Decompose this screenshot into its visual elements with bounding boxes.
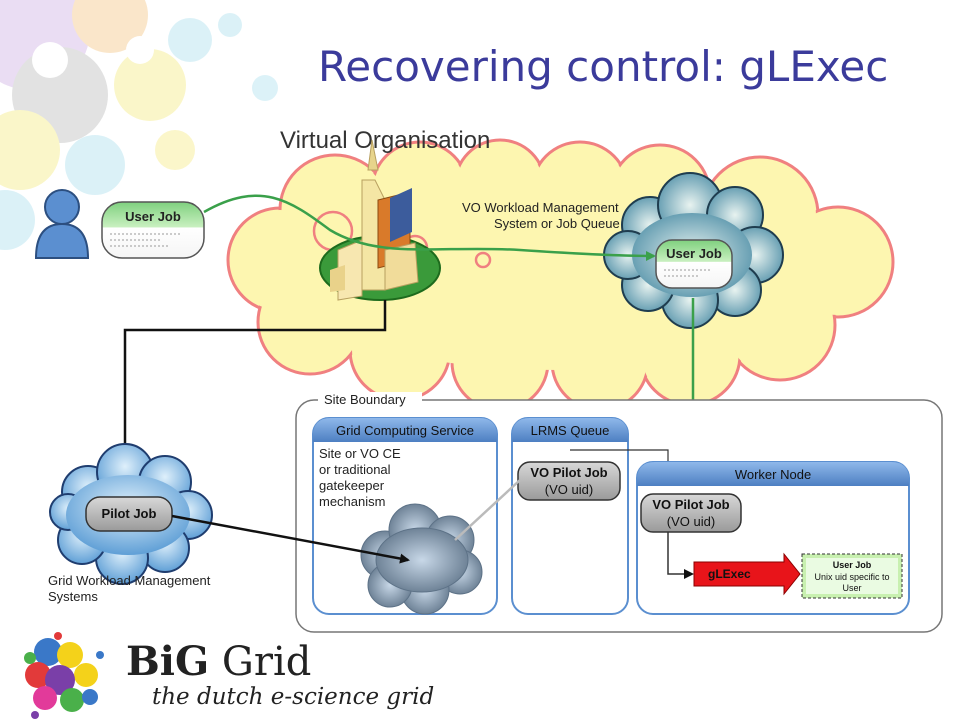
glexec-arrow: gLExec	[693, 552, 801, 596]
pilot-job: Pilot Job	[85, 496, 173, 532]
vo-pilot-job-lrms-line2: (VO uid)	[545, 482, 593, 497]
arrow-user-to-vo	[203, 194, 656, 261]
arrow-pilot-to-gcs	[171, 514, 410, 564]
vo-pilot-job-wn-line2: (VO uid)	[667, 514, 715, 529]
gcs-text-line4: mechanism	[319, 494, 385, 509]
connector-gcs-to-lrms	[454, 479, 521, 541]
user-person-icon	[34, 189, 90, 259]
user-job-vo: User Job	[655, 239, 733, 289]
lrms-box	[511, 417, 629, 615]
gcs-header-label: Grid Computing Service	[336, 423, 474, 438]
grid-wms-label-line1: Grid Workload Management	[48, 573, 211, 588]
worker-node-header-label: Worker Node	[735, 467, 811, 482]
connector-lrms-to-worker	[570, 449, 669, 464]
pilot-job-label: Pilot Job	[102, 506, 157, 521]
user-job-left: User Job	[101, 201, 205, 259]
vo-wms-label-line2: System or Job Queue	[494, 216, 620, 231]
user-job-wn-line2: Unix uid specific to	[814, 572, 889, 582]
corner-decoration	[0, 0, 278, 250]
site-boundary-label-bg	[318, 392, 422, 408]
big-grid-logo-mark	[24, 632, 104, 719]
user-job-left-label: User Job	[125, 209, 181, 224]
vo-pilot-job-lrms-line1: VO Pilot Job	[530, 465, 607, 480]
logo-name-rest: Grid	[209, 639, 312, 685]
lrms-header	[512, 418, 628, 442]
vo-pilot-job-wn-line1: VO Pilot Job	[652, 497, 729, 512]
user-job-wn-line3: User	[842, 583, 861, 593]
arrow-vo-to-pilot	[120, 300, 387, 482]
slide-title: Recovering control: gLExec	[318, 42, 889, 91]
gcs-text-line1: Site or VO CE	[319, 446, 401, 461]
user-job-wn-line1: User Job	[833, 560, 872, 570]
vo-wms-label-line1: VO Workload Management	[462, 200, 619, 215]
logo-name: BiG Grid	[126, 638, 311, 685]
site-boundary-label: Site Boundary	[324, 392, 406, 407]
vo-bubble-small	[474, 251, 492, 269]
gcs-text-line2: or traditional	[319, 462, 391, 477]
worker-node-header	[637, 462, 909, 486]
user-job-wn: User Job Unix uid specific to User	[801, 553, 903, 599]
vo-pilot-job-lrms: VO Pilot Job (VO uid)	[517, 461, 621, 501]
gcs-text-line3: gatekeeper	[319, 478, 385, 493]
gcs-text: Site or VO CE or traditional gatekeeper …	[319, 446, 404, 509]
vo-wms-label: VO Workload Management System or Job Que…	[462, 200, 622, 231]
vo-pilot-job-wn: VO Pilot Job (VO uid)	[640, 493, 742, 533]
lrms-header-label: LRMS Queue	[531, 423, 610, 438]
vo-label: Virtual Organisation	[280, 127, 490, 154]
user-job-vo-label: User Job	[666, 246, 722, 261]
logo-tagline: the dutch e-science grid	[152, 684, 435, 710]
grid-wms-label-line2: Systems	[48, 589, 98, 604]
gcs-header	[313, 418, 497, 442]
grid-wms-label: Grid Workload Management Systems	[48, 573, 214, 604]
organisation-icon	[319, 139, 441, 301]
connector-pilot-to-glexec	[667, 532, 694, 579]
glexec-label: gLExec	[708, 567, 751, 581]
logo-name-bold: BiG	[126, 638, 210, 685]
